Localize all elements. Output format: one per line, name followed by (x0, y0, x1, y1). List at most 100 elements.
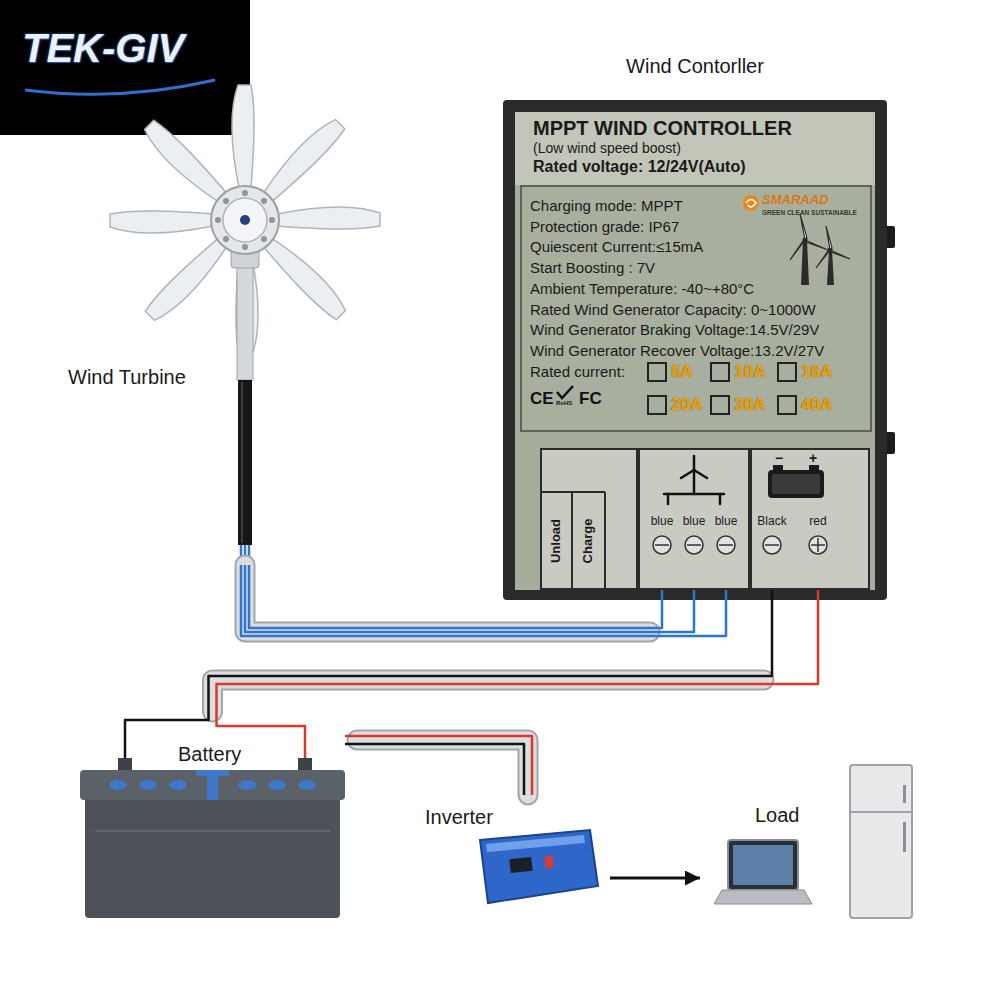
symbol-leg (719, 494, 722, 504)
node-label: Wind Turbine (68, 365, 186, 389)
component-heading: Wind Contorller (503, 54, 887, 78)
current-option: 30A (734, 395, 765, 415)
terminal-divider (604, 492, 606, 590)
turbine-blade (110, 211, 213, 233)
title-band (515, 112, 875, 185)
wire (249, 565, 662, 628)
laptop-display (733, 845, 793, 885)
flow-arrow (610, 877, 700, 880)
spec-line: Protection grade: IP67 (530, 218, 679, 236)
hub-bolt (215, 217, 221, 223)
node-label: Load (755, 803, 800, 827)
brand-name: SMARAAD (762, 192, 828, 208)
current-option: 16A (801, 362, 832, 382)
fridge-door-line (850, 811, 912, 813)
cable-sheath (245, 565, 650, 632)
hub-bolt (261, 198, 267, 204)
logo-swoosh (25, 80, 215, 94)
symbol-post (693, 470, 696, 494)
screw-slot (687, 544, 701, 546)
screw-slot (765, 544, 779, 546)
battery-body (85, 796, 340, 918)
cable-wire (345, 736, 532, 795)
wire (209, 590, 773, 712)
battery-lid (80, 770, 345, 800)
checkbox (711, 363, 729, 381)
inverter-body (480, 830, 598, 903)
symbol-blade (693, 456, 696, 470)
checkbox (711, 396, 729, 414)
brand-swirl-mark (746, 200, 756, 208)
battery-post (118, 758, 132, 772)
wire-color-label: Black (757, 514, 786, 528)
controller-panel (515, 112, 875, 590)
spec-line: Rated current: (530, 363, 625, 381)
spec-line: Start Boosting : 7V (530, 259, 655, 277)
node-label: Battery (178, 742, 241, 766)
turbine-pole-upper (237, 250, 253, 380)
cable-wire (245, 565, 694, 632)
screw (763, 536, 781, 554)
wire-color-label: blue (715, 514, 738, 528)
spec-line: Wind Generator Braking Voltage:14.5V/29V (530, 321, 819, 339)
screw-slot (817, 538, 819, 552)
checkbox (648, 396, 666, 414)
battery-cap (238, 780, 256, 790)
turbine-hub (211, 186, 279, 254)
battery-icon (768, 470, 824, 498)
hub-bolt (223, 236, 229, 242)
battery-icon-inner (772, 474, 820, 494)
icon-tower (801, 240, 809, 285)
symbol-base (664, 493, 724, 496)
turbine-blade (258, 115, 346, 203)
turbine-blade (143, 236, 231, 324)
screw-terminal (653, 536, 827, 554)
inverter-area: Inverter (420, 795, 610, 910)
hub-bolt (261, 236, 267, 242)
fridge-handle (903, 822, 906, 852)
terminal-divider (571, 492, 573, 590)
mode-terminal-box: UnloadCharge (540, 448, 638, 590)
cable-wire (217, 590, 819, 712)
spec-line: Charging mode: MPPT (530, 197, 683, 215)
turbine-symbol (664, 456, 724, 504)
wire-color-label: red (809, 514, 826, 528)
logo-ground (0, 0, 250, 135)
icon-hub (828, 248, 833, 253)
current-option: 10A (734, 362, 765, 382)
screw (717, 536, 735, 554)
polarity-sign: − (775, 450, 783, 467)
spec-line: Quiescent Current:≤15mA (530, 238, 703, 256)
turbine-hub-plate (223, 198, 267, 242)
icon-blades (790, 214, 828, 260)
battery-area: Battery (80, 712, 345, 920)
symbol-blade (694, 470, 707, 478)
spec-line: Rated Wind Generator Capacity: 0~1000W (530, 301, 816, 319)
brand-swirl (743, 195, 759, 211)
battery-ridge (95, 830, 330, 832)
battery-handle (196, 770, 229, 800)
terminal-label: Charge (580, 519, 596, 564)
polarity-sign: + (809, 450, 817, 467)
cert-mark: FC (579, 389, 602, 409)
battery-cap (109, 780, 127, 790)
controller-housing: Wind ContorllerMPPT WIND CONTROLLER(Low … (503, 100, 887, 600)
screw (653, 536, 671, 554)
turbine-pole-lower (238, 380, 252, 545)
panel-title: MPPT WIND CONTROLLER (533, 116, 792, 140)
brand-slogan: GREEN CLEAN SUSTAINABLE (762, 209, 857, 217)
battery-cap (169, 780, 187, 790)
hub-bolt (242, 190, 248, 196)
battery-post (298, 758, 312, 772)
turbine-area: Wind Turbine (60, 140, 430, 565)
screw-slot (719, 544, 733, 546)
wire (345, 744, 524, 795)
turbine-blade (277, 207, 380, 229)
controller-housing (503, 100, 887, 600)
hub-bolt (242, 244, 248, 250)
wire-color-label: blue (651, 514, 674, 528)
turbine-blade (140, 118, 228, 206)
icon-blades (816, 226, 850, 268)
